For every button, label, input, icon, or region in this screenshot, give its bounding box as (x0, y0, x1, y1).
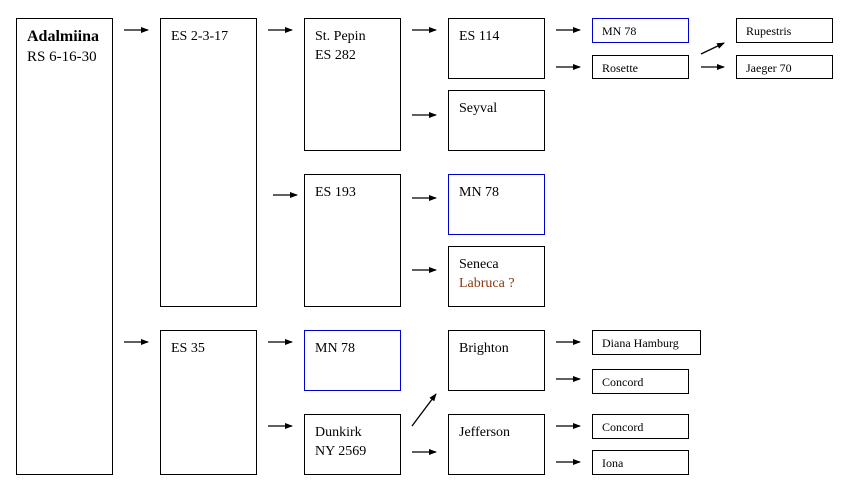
node-jefferson-label: Jefferson (459, 425, 511, 440)
node-concord-b: Concord (592, 414, 689, 439)
node-brighton: Brighton (448, 330, 545, 391)
root-name: Adalmiina (27, 28, 100, 45)
node-iona-label: Iona (602, 456, 624, 470)
node-dunkirk-name: Dunkirk (315, 425, 362, 440)
node-mn-78-b-label: MN 78 (459, 185, 500, 200)
arrow-dunkirk-to-brighton (411, 393, 437, 427)
node-jaeger-70: Jaeger 70 (736, 55, 833, 79)
node-es-2-3-17: ES 2-3-17 (160, 18, 257, 307)
node-mn-78-a-label: MN 78 (602, 24, 637, 38)
node-mn-78-c-label: MN 78 (315, 341, 356, 356)
node-jaeger-70-label: Jaeger 70 (746, 61, 792, 75)
node-rosette: Rosette (592, 55, 689, 79)
node-st-pepin: St. Pepin ES 282 (304, 18, 401, 151)
node-rupestris: Rupestris (736, 18, 833, 43)
node-st-pepin-name: St. Pepin (315, 29, 366, 44)
node-dunkirk-code: NY 2569 (315, 444, 367, 459)
node-rosette-label: Rosette (602, 61, 638, 75)
root-code: RS 6-16-30 (27, 49, 97, 65)
node-seneca-labruca: Labruca ? (459, 276, 515, 291)
node-seyval: Seyval (448, 90, 545, 151)
node-mn-78-a: MN 78 (592, 18, 689, 43)
node-st-pepin-code: ES 282 (315, 48, 356, 63)
node-brighton-label: Brighton (459, 341, 509, 356)
node-dunkirk: Dunkirk NY 2569 (304, 414, 401, 475)
node-concord-b-label: Concord (602, 420, 644, 434)
node-mn-78-b: MN 78 (448, 174, 545, 235)
node-es-193-label: ES 193 (315, 185, 356, 200)
node-seyval-label: Seyval (459, 101, 498, 116)
node-seneca-name: Seneca (459, 257, 499, 272)
node-es-114-label: ES 114 (459, 29, 500, 44)
node-iona: Iona (592, 450, 689, 475)
node-rupestris-label: Rupestris (746, 24, 792, 38)
node-concord-a-label: Concord (602, 375, 644, 389)
node-es-35: ES 35 (160, 330, 257, 475)
node-seneca: Seneca Labruca ? (448, 246, 545, 307)
node-diana-hamburg-label: Diana Hamburg (602, 336, 679, 350)
node-es-193: ES 193 (304, 174, 401, 307)
node-jefferson: Jefferson (448, 414, 545, 475)
root-node-adalmiina: Adalmiina RS 6-16-30 (16, 18, 113, 475)
node-diana-hamburg: Diana Hamburg (592, 330, 701, 355)
node-mn-78-c: MN 78 (304, 330, 401, 391)
node-concord-a: Concord (592, 369, 689, 394)
node-es-35-label: ES 35 (171, 341, 205, 356)
arrow-rosette-to-rupestris (700, 42, 725, 55)
node-es-114: ES 114 (448, 18, 545, 79)
node-es-2-3-17-label: ES 2-3-17 (171, 29, 229, 44)
